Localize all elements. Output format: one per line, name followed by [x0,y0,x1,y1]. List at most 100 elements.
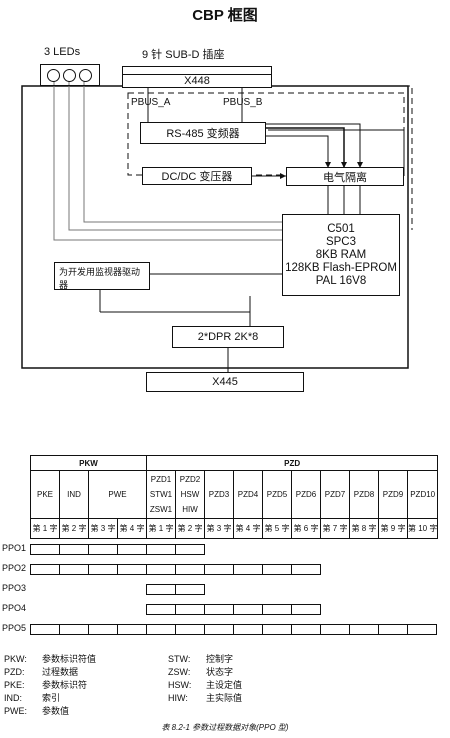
ppo-cell [30,564,60,575]
ppo-cell [117,564,147,575]
legend-key: HSW: [168,680,192,690]
word-header: 第 6 字 [291,518,321,539]
word-header: 第 5 字 [262,518,292,539]
legend-item: IND:索引 [4,691,60,704]
sub-d-label: 9 针 SUB-D 插座 [142,49,225,61]
legend-key: ZSW: [168,667,191,677]
led-icon [47,69,60,82]
pzd10-header: PZD10 [406,470,439,519]
electrical-isolation: 电气隔离 [286,167,404,186]
legend-item: PWE: 参数值 [4,704,69,717]
cpu-line: 128KB Flash-EPROM [285,261,397,274]
ppo-cell [175,624,205,635]
word-header: 第 7 字 [320,518,350,539]
ppo-cell [349,624,379,635]
ppo-cell [146,584,176,595]
ppo-cell [146,624,176,635]
legend-value: 主实际值 [206,693,243,703]
pzd-header: PZD [145,455,439,471]
legend-key: PKE: [4,680,25,690]
legend-value: 参数值 [42,706,70,716]
word-header: 第 10 字 [406,518,439,539]
ppo-cell [262,604,292,615]
rs485-transceiver: RS-485 变频器 [140,122,266,144]
pbus-b-label: PBUS_B [223,97,263,108]
ppo-cell [30,544,60,555]
ind-header: IND [59,470,89,519]
ppo-cell [117,624,147,635]
led-icon [79,69,92,82]
dpr-memory: 2*DPR 2K*8 [172,326,284,348]
ppo-cell [204,564,234,575]
ppo-row-label: PPO1 [2,543,27,553]
cpu-line: PAL 16V8 [315,274,367,287]
legend-item: HIW:主实际值 [168,691,242,704]
cpu-block: C501 SPC3 8KB RAM 128KB Flash-EPROM PAL … [282,214,400,296]
word-header: 第 2 字 [175,518,205,539]
pzd6-header: PZD6 [291,470,321,519]
ppo-cell [204,624,234,635]
ppo-cell [88,624,118,635]
legend-item: PKE: 参数标识符 [4,678,87,691]
ppo-cell [175,604,205,615]
word-header: 第 4 字 [117,518,147,539]
ppo-cell [204,604,234,615]
ppo-cell [146,564,176,575]
legend-key: STW: [168,654,191,664]
legend-value: 参数标识符值 [42,654,97,664]
x448-connector: X448 [122,74,272,88]
ppo-table: PKW PZD PKE IND PWE PZD1 STW1 ZSW1 PZD2 … [30,455,439,539]
word-header: 第 3 字 [88,518,118,539]
ppo-cell [233,604,263,615]
dcdc-converter: DC/DC 变压器 [142,167,252,185]
leds-label: 3 LEDs [44,46,81,58]
pke-header: PKE [30,470,60,519]
ppo-cell [30,624,60,635]
word-header: 第 3 字 [204,518,234,539]
cpu-line: SPC3 [325,235,357,248]
led-housing [40,64,100,86]
pzd1-header: PZD1 STW1 ZSW1 [146,470,176,519]
ppo-cell [88,564,118,575]
ppo-cell [407,624,437,635]
word-header: 第 8 字 [349,518,379,539]
word-header: 第 9 字 [378,518,408,539]
ppo-cell [175,564,205,575]
legend-key: IND: [4,693,22,703]
cpu-line: C501 [327,222,355,235]
ppo-cell [291,604,321,615]
ppo-cell [378,624,408,635]
ppo-row-label: PPO4 [2,603,27,613]
legend-key: PZD: [4,667,25,677]
cpu-line: 8KB RAM [315,248,367,261]
pzd3-header: PZD3 [204,470,234,519]
ppo-cell [59,564,89,575]
ppo-cell [175,584,205,595]
pbus-a-label: PBUS_A [131,97,171,108]
word-header: 第 1 字 [146,518,176,539]
pwe-header: PWE [88,470,147,519]
legend-key: PWE: [4,706,28,716]
legend-item: STW: 控制字 [168,652,233,665]
ppo-cell [59,624,89,635]
ppo-cell [88,544,118,555]
word-header: 第 4 字 [233,518,263,539]
pzd7-header: PZD7 [320,470,350,519]
ppo-cell [59,544,89,555]
ppo-cell [291,624,321,635]
legend-item: PZD:过程数据 [4,665,78,678]
pzd2-header: PZD2 HSW HIW [175,470,205,519]
legend-value: 状态字 [206,667,234,677]
legend-item: ZSW: 状态字 [168,665,233,678]
ppo-cell [262,624,292,635]
ppo-row-label: PPO2 [2,563,27,573]
ppo-cell [262,564,292,575]
legend-value: 参数标识符 [42,680,88,690]
block-diagram-wiring [21,80,413,372]
word-header: 第 2 字 [59,518,89,539]
led-icon [63,69,76,82]
ppo-cell [146,544,176,555]
legend-value: 主设定值 [206,680,243,690]
diagram-title: CBP 框图 [192,7,258,24]
legend-value: 控制字 [206,654,234,664]
